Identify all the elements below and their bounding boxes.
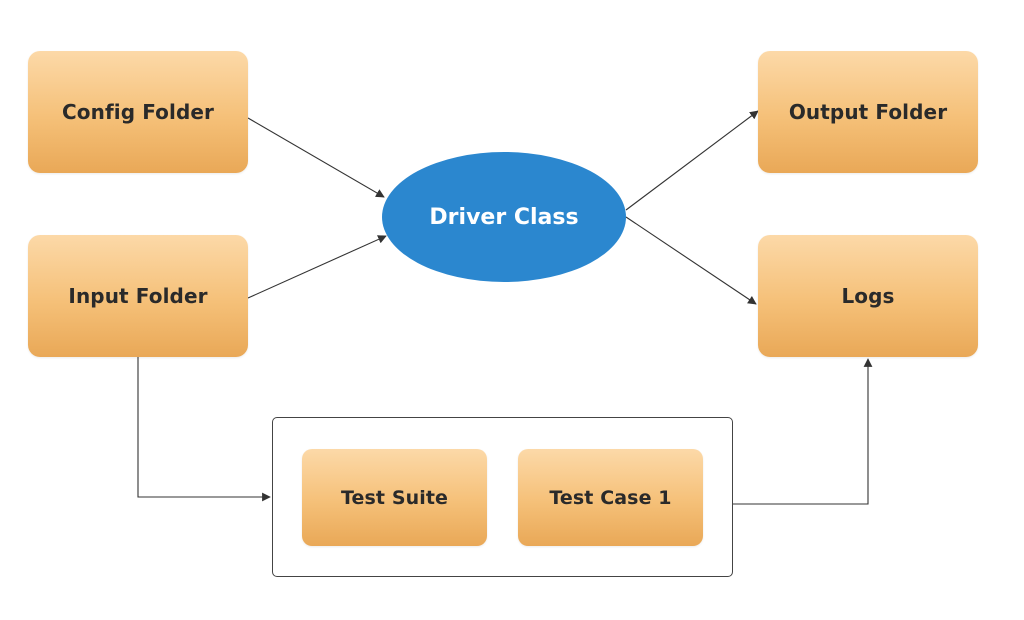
logs-node: Logs [758,235,978,357]
edge-input-to-test-group [137,357,271,502]
edge-driver-to-logs [625,216,757,305]
test-case-1-label: Test Case 1 [549,486,672,509]
input-folder-node: Input Folder [28,235,248,357]
edge-input-to-driver [247,235,387,299]
edge-test-group-to-logs [733,358,873,505]
test-case-1-node: Test Case 1 [518,449,703,546]
logs-label: Logs [841,284,895,308]
edge-driver-to-output [625,110,759,211]
output-folder-node: Output Folder [758,51,978,173]
driver-class-node: Driver Class [382,152,626,282]
test-suite-label: Test Suite [340,486,449,509]
test-suite-node: Test Suite [302,449,487,546]
output-folder-label: Output Folder [788,100,948,124]
config-folder-label: Config Folder [62,100,214,124]
config-folder-node: Config Folder [28,51,248,173]
driver-class-label: Driver Class [429,204,579,230]
input-folder-label: Input Folder [68,284,208,308]
edge-config-to-driver [247,117,385,198]
